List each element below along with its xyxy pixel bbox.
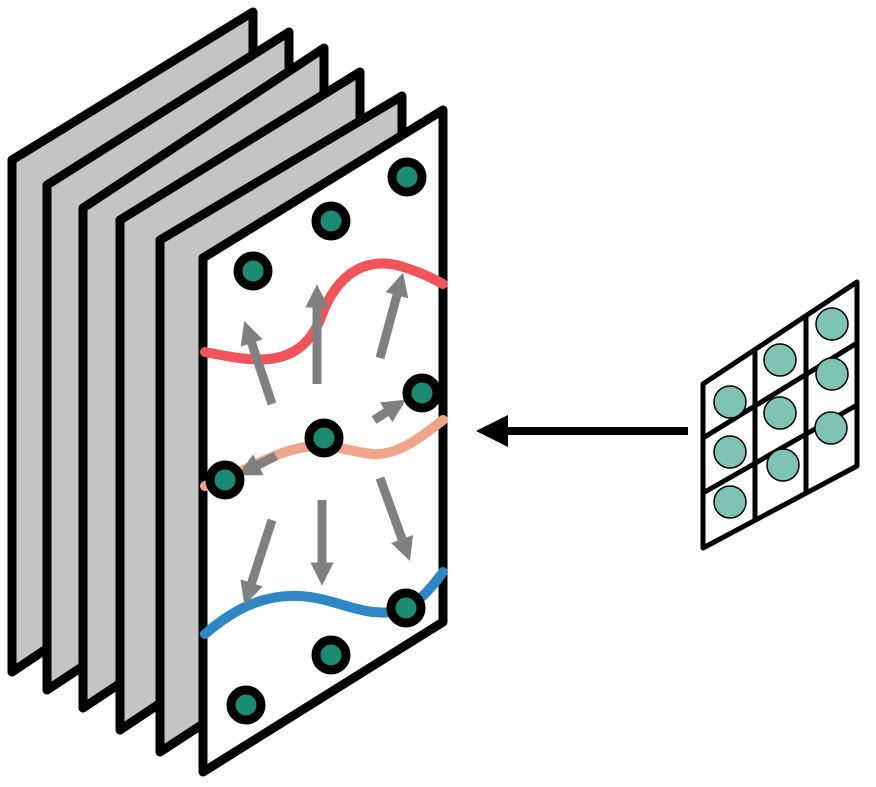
front-panel	[198, 105, 448, 777]
grid-cells	[713, 307, 849, 519]
top-curve	[200, 258, 448, 365]
arrow-to-left-node	[237, 451, 279, 476]
arrow-up-right	[375, 272, 409, 360]
arrow-down-left	[240, 518, 277, 606]
arrow-up-left	[240, 320, 277, 406]
node	[205, 460, 245, 500]
grid-cell-dot	[815, 357, 849, 391]
node	[226, 685, 266, 725]
grid-cell-dot	[763, 343, 797, 377]
node	[233, 251, 273, 291]
node	[311, 201, 351, 241]
arrow-down-right	[375, 476, 414, 562]
grid-cell-dot	[713, 485, 747, 519]
node	[387, 157, 427, 197]
node	[386, 588, 426, 628]
grid-cell-dot	[713, 385, 747, 419]
grid-cell-dot	[814, 411, 848, 445]
grid-cell-dot	[713, 435, 747, 469]
node	[304, 418, 344, 458]
grid-cell-dot	[815, 307, 849, 341]
input-grid	[700, 279, 860, 551]
panel-nodes	[205, 157, 442, 725]
arrow-to-right-node	[371, 399, 406, 424]
node	[402, 373, 442, 413]
grid-cell-dot	[763, 396, 797, 430]
gray-arrows	[237, 272, 414, 606]
node	[311, 635, 351, 675]
grid-cell-dot	[766, 448, 800, 482]
